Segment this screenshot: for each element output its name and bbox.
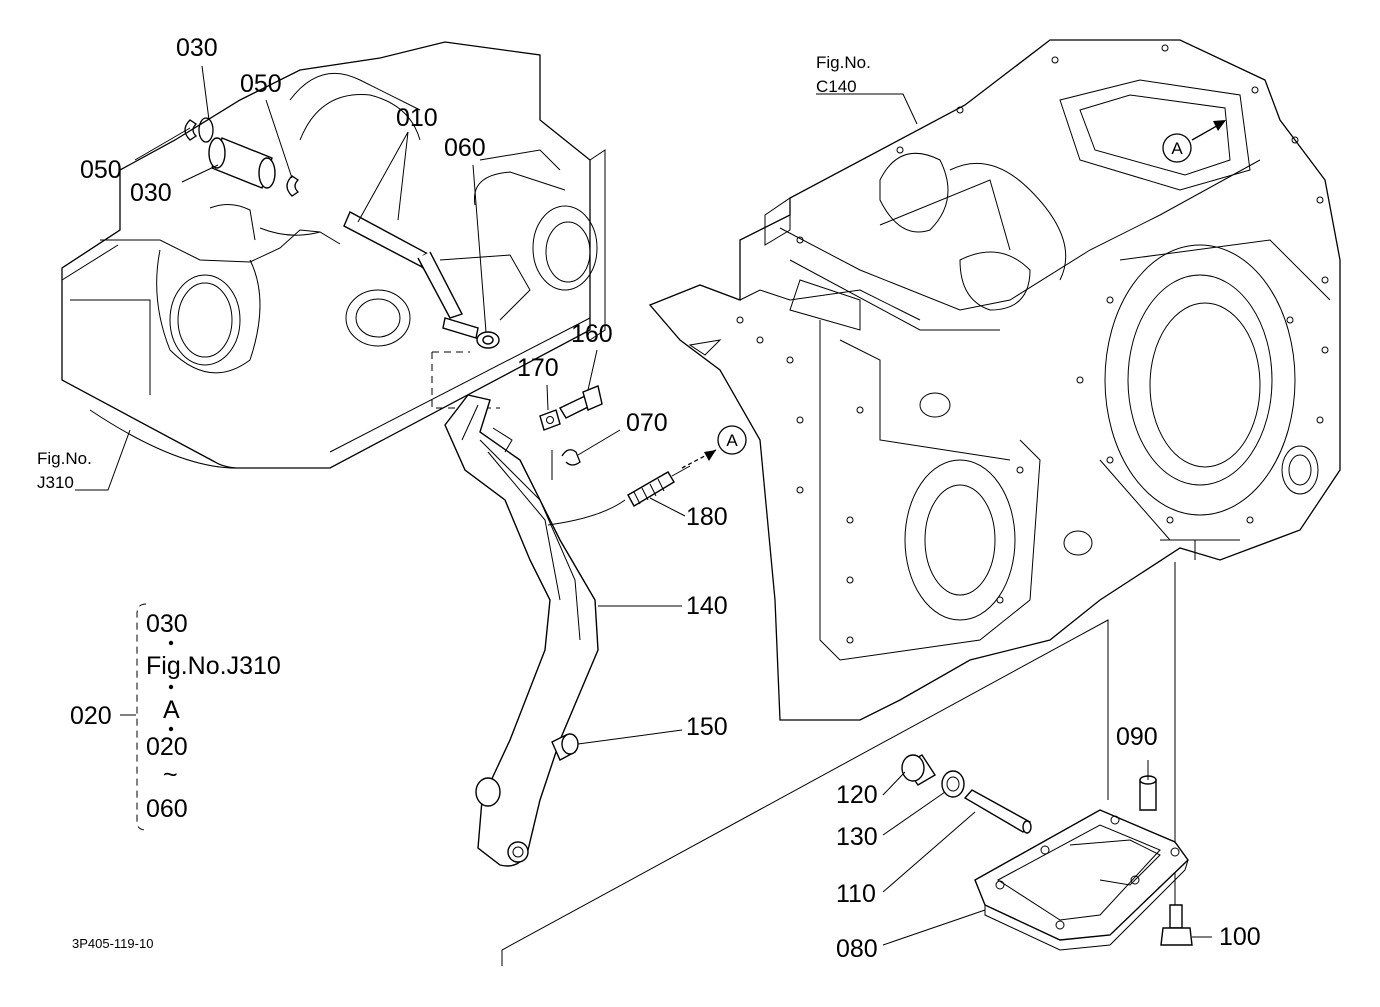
part-120-plug — [901, 754, 936, 786]
fig-ref-c140: Fig.No. C140 — [816, 53, 871, 96]
part-labels: 030 050 010 060 050 030 160 170 070 180 … — [80, 34, 1261, 963]
kit-item-range: ~ — [163, 761, 178, 789]
label-030: 030 — [130, 179, 172, 207]
fig-ref-j310-prefix: Fig.No. — [37, 449, 92, 468]
part-150-stopper — [551, 733, 579, 761]
part-140-pedal-lever — [444, 394, 599, 867]
arrow-a-case: A — [1162, 120, 1226, 163]
label-130: 130 — [836, 823, 878, 851]
label-050-top: 050 — [240, 70, 282, 98]
fig-ref-j310: Fig.No. J310 — [37, 449, 92, 492]
label-090: 090 — [1116, 723, 1158, 751]
label-070: 070 — [626, 409, 668, 437]
fig-ref-c140-number: C140 — [816, 77, 857, 96]
arrow-a-label-case: A — [1171, 139, 1183, 158]
part-090-pin — [1139, 775, 1157, 811]
fig-ref-c140-prefix: Fig.No. — [816, 53, 871, 72]
kit-item-020: 020 — [146, 733, 188, 761]
arrow-a-spring: A — [681, 425, 747, 469]
kit-list: 020 030 Fig.No.J310 A 020 ~ 060 — [70, 603, 281, 831]
part-080-cover — [974, 809, 1189, 951]
kit-item-060: 060 — [146, 795, 188, 823]
part-050-snap-ring-right — [286, 175, 300, 197]
label-010: 010 — [396, 104, 438, 132]
kit-dot — [168, 684, 174, 690]
part-180-spring — [547, 465, 691, 526]
part-070-clip — [561, 449, 581, 466]
label-120: 120 — [836, 781, 878, 809]
label-110: 110 — [836, 880, 876, 908]
kit-item-030: 030 — [146, 610, 188, 638]
label-040: 030 — [176, 34, 218, 62]
label-060: 060 — [444, 134, 486, 162]
part-030-bushing — [208, 137, 276, 189]
leader-lines — [75, 65, 1212, 946]
transmission-case-c140 — [648, 39, 1341, 721]
kit-dot — [168, 726, 174, 732]
label-080: 080 — [836, 935, 878, 963]
arrow-a-label: A — [726, 431, 738, 450]
diagram-code: 3P405-119-10 — [72, 936, 153, 951]
part-050-snap-ring-left — [184, 119, 198, 141]
part-130-seal — [941, 770, 965, 798]
part-110-shaft — [963, 789, 1032, 834]
part-060-collar — [476, 331, 500, 349]
housing-j310 — [61, 41, 606, 469]
label-050-left: 050 — [80, 156, 122, 184]
label-140: 140 — [686, 592, 728, 620]
kit-dot — [168, 640, 174, 646]
part-170-nut — [539, 409, 561, 431]
label-180: 180 — [686, 503, 728, 531]
part-160-bolt — [559, 385, 603, 419]
label-150: 150 — [686, 713, 728, 741]
kit-item-fig: Fig.No.J310 — [146, 652, 281, 680]
label-100: 100 — [1219, 923, 1261, 951]
part-010-shaft — [343, 211, 479, 339]
kit-parent: 020 — [70, 702, 112, 730]
case-bolt-holes — [736, 44, 1329, 644]
label-160: 160 — [571, 320, 613, 348]
label-170: 170 — [517, 354, 559, 382]
part-100-bolt — [1160, 904, 1193, 946]
kit-item-a: A — [163, 696, 180, 724]
fig-ref-j310-number: J310 — [37, 473, 74, 492]
part-040-ring — [198, 117, 214, 143]
